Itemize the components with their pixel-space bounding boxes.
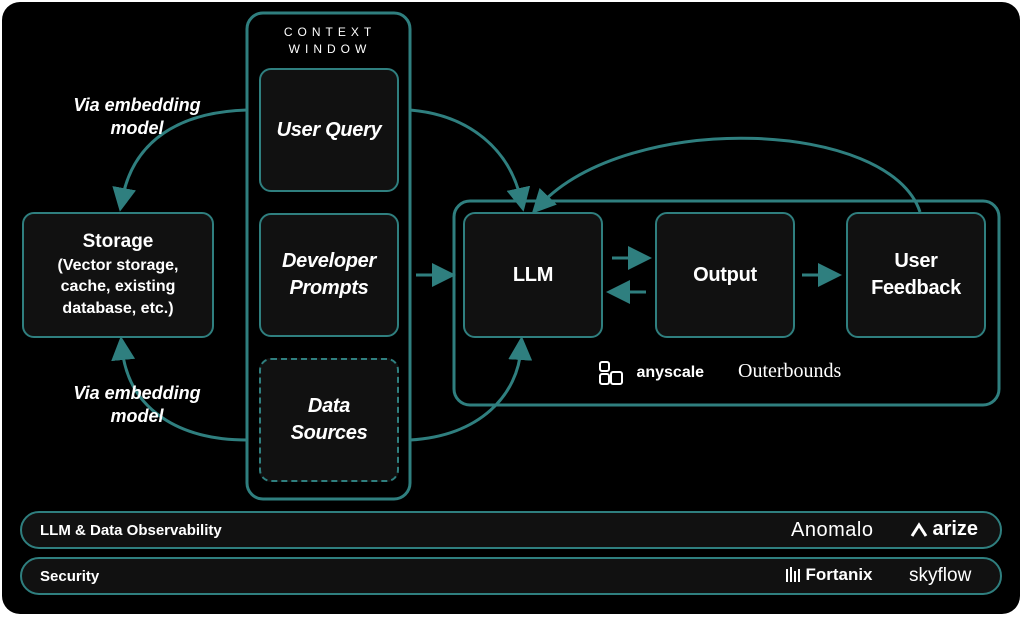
anyscale-icon — [599, 361, 623, 385]
anyscale-text: anyscale — [636, 364, 705, 381]
llm-box: LLM — [463, 212, 603, 338]
context-window-label: CONTEXT WINDOW — [283, 25, 377, 57]
anomalo-logo: Anomalo — [791, 519, 874, 541]
user-feedback-box: User Feedback — [846, 212, 986, 338]
llm-label: LLM — [512, 263, 554, 286]
arrow-to-storage-top — [112, 108, 248, 212]
via-embedding-top: Via embedding model — [73, 95, 201, 139]
output-label: Output — [693, 263, 757, 286]
arize-icon — [910, 521, 928, 537]
fortanix-icon — [786, 567, 800, 582]
fortanix-logo: Fortanix — [785, 565, 873, 585]
via-embedding-bottom: Via embedding model — [73, 383, 201, 427]
observability-label: LLM & Data Observability — [40, 522, 222, 539]
arrow-query-to-llm — [409, 108, 531, 212]
arrow-to-storage-bottom — [111, 336, 248, 442]
arize-text: arize — [932, 518, 979, 540]
outerbounds-logo: Outerbounds — [738, 360, 842, 382]
context-window-border — [245, 11, 412, 501]
data-sources-box: Data Sources — [259, 358, 399, 482]
data-sources-label: Data Sources — [290, 395, 368, 444]
anyscale-logo: anyscale — [598, 360, 704, 386]
storage-box: Storage (Vector storage, cache, existing… — [22, 212, 214, 338]
security-bar: Security Fortanix skyflow — [20, 557, 1002, 595]
user-query-box: User Query — [259, 68, 399, 192]
arrow-feedback-to-llm — [531, 136, 922, 214]
user-query-label: User Query — [276, 118, 382, 141]
skyflow-logo: skyflow — [909, 565, 972, 586]
user-feedback-label: User Feedback — [871, 250, 961, 299]
security-label: Security — [40, 568, 100, 585]
pipeline-container — [452, 199, 1001, 407]
storage-title: Storage — [82, 230, 154, 252]
developer-prompts-label: Developer Prompts — [281, 250, 376, 299]
arize-logo: arize — [910, 518, 978, 541]
observability-bar: LLM & Data Observability Anomalo arize — [20, 511, 1002, 549]
fortanix-text: Fortanix — [805, 565, 873, 584]
developer-prompts-box: Developer Prompts — [259, 213, 399, 337]
arrow-sources-to-llm — [409, 336, 533, 442]
output-box: Output — [655, 212, 795, 338]
storage-subtitle: (Vector storage, cache, existing databas… — [57, 256, 179, 317]
